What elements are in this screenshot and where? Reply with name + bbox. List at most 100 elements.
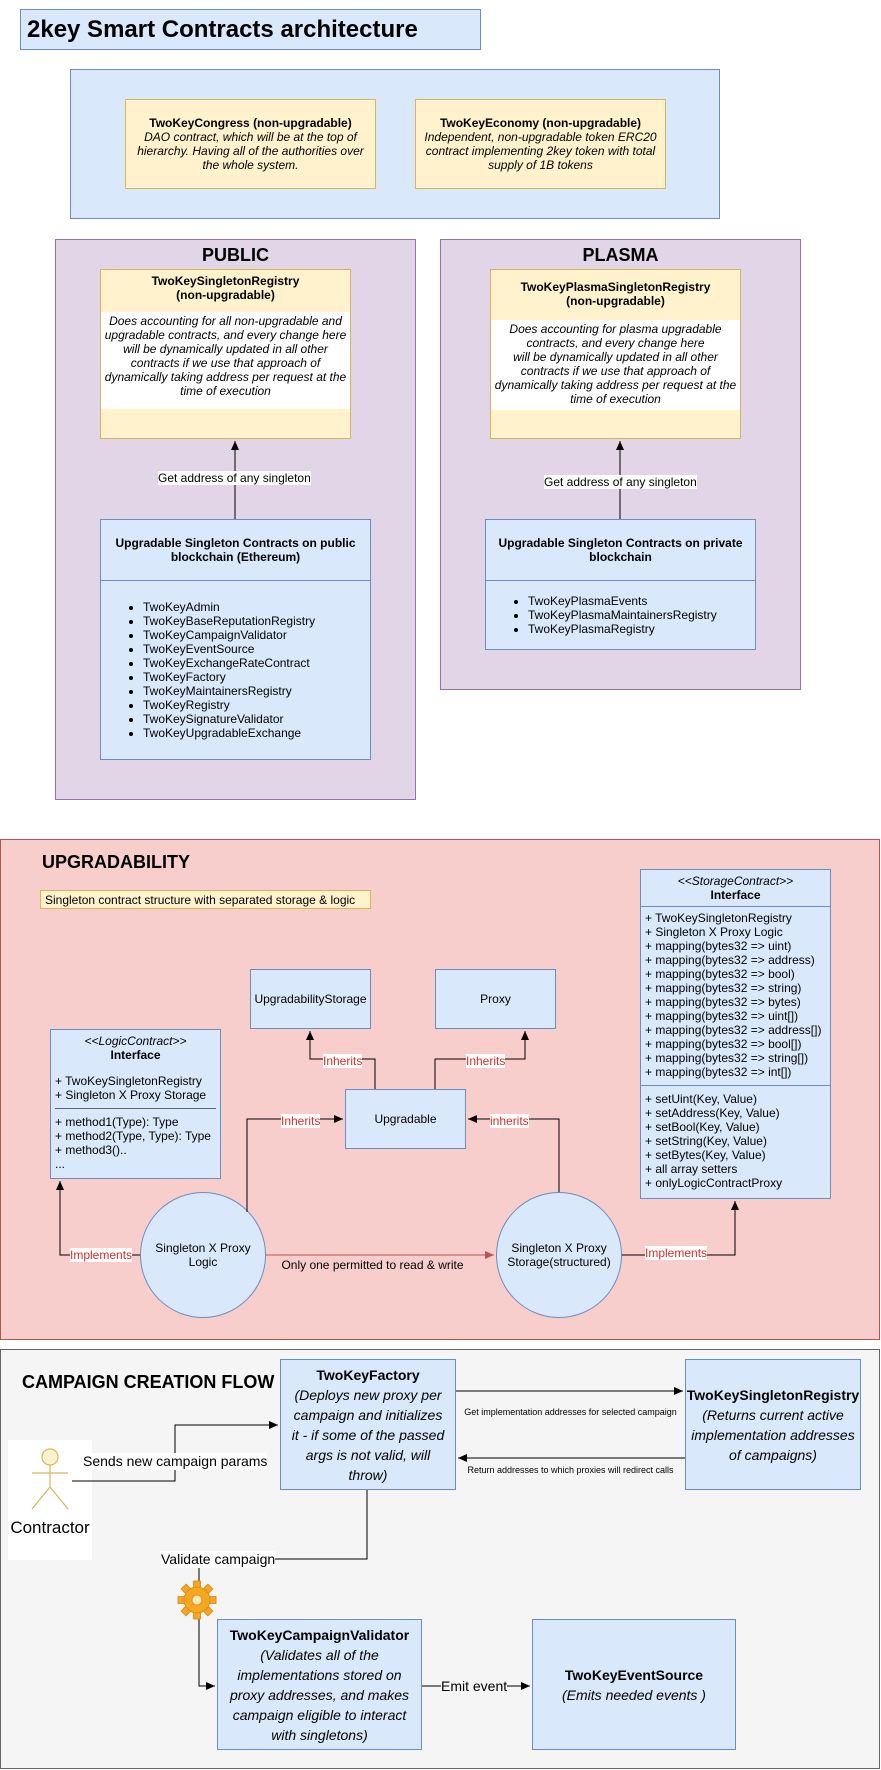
storage-interface-label: Interface bbox=[710, 888, 761, 902]
logic-methods: + method1(Type): Type + method2(Type, Ty… bbox=[51, 1115, 220, 1171]
logic-interface-label: Interface bbox=[110, 1048, 161, 1062]
validate-label: Validate campaign bbox=[161, 1551, 276, 1568]
congress-title: TwoKeyCongress (non-upgradable) bbox=[149, 116, 352, 130]
plasma-contracts-box: Upgradable Singleton Contracts on privat… bbox=[485, 519, 756, 650]
storage-circle: Singleton X Proxy Storage(structured) bbox=[496, 1192, 622, 1318]
list-item: TwoKeyBaseReputationRegistry bbox=[143, 614, 315, 628]
factory-desc: (Deploys new proxy per campaign and init… bbox=[291, 1386, 445, 1483]
storage-method: + setBool(Key, Value) bbox=[645, 1120, 760, 1134]
event-desc: (Emits needed events ) bbox=[562, 1686, 706, 1703]
storage-field: + mapping(bytes32 => string) bbox=[645, 981, 802, 995]
plasma-arrow-label: Get address of any singleton bbox=[544, 475, 697, 489]
event-box: TwoKeyEventSource (Emits needed events ) bbox=[532, 1619, 736, 1750]
list-item: TwoKeyMaintainersRegistry bbox=[143, 684, 315, 698]
plasma-registry-box: TwoKeyPlasmaSingletonRegistry (non-upgra… bbox=[490, 269, 741, 439]
congress-box: TwoKeyCongress (non-upgradable) DAO cont… bbox=[125, 99, 376, 189]
registry-desc: (Returns current active implementation a… bbox=[691, 1406, 855, 1463]
list-item: TwoKeyEventSource bbox=[143, 642, 315, 656]
proxy-box: Proxy bbox=[435, 969, 556, 1029]
implements-label-2: Implements bbox=[645, 1246, 708, 1260]
storage-interface-box: <<StorageContract>> Interface + TwoKeySi… bbox=[640, 869, 831, 1199]
validator-desc: (Validates all of the implementations st… bbox=[230, 1646, 409, 1743]
validator-title: TwoKeyCampaignValidator bbox=[229, 1626, 410, 1643]
storage-fields: + TwoKeySingletonRegistry + Singleton X … bbox=[641, 907, 830, 1079]
storage-divider bbox=[641, 1085, 830, 1086]
plasma-contracts-list: TwoKeyPlasmaEvents TwoKeyPlasmaMaintaine… bbox=[510, 594, 717, 636]
actor-label: Contractor bbox=[10, 1518, 90, 1537]
list-item: TwoKeyRegistry bbox=[143, 698, 315, 712]
public-arrow-label: Get address of any singleton bbox=[158, 471, 311, 485]
contractor-actor-icon bbox=[31, 1448, 69, 1510]
storage-field: + mapping(bytes32 => uint) bbox=[645, 939, 792, 953]
storage-field: + mapping(bytes32 => string[]) bbox=[645, 1051, 809, 1065]
public-registry-desc: Does accounting for all non-upgradable a… bbox=[101, 312, 350, 409]
storage-method: + setAddress(Key, Value) bbox=[645, 1106, 780, 1120]
storage-method: + all array setters bbox=[645, 1162, 738, 1176]
logic-circle: Singleton X Proxy Logic bbox=[140, 1192, 266, 1318]
storage-field: + mapping(bytes32 => int[]) bbox=[645, 1065, 792, 1079]
logic-method: + method2(Type, Type): Type bbox=[55, 1129, 211, 1143]
inherits-arrow-3 bbox=[246, 1115, 343, 1212]
sends-label: Sends new campaign params bbox=[83, 1453, 268, 1470]
get-impl-label: Get implementation addresses for selecte… bbox=[464, 1407, 677, 1417]
list-item: TwoKeySignatureValidator bbox=[143, 712, 315, 726]
list-item: TwoKeyUpgradableExchange bbox=[143, 726, 315, 740]
public-contracts-divider bbox=[101, 580, 370, 581]
storage-method: + onlyLogicContractProxy bbox=[645, 1176, 783, 1190]
public-contracts-list: TwoKeyAdmin TwoKeyBaseReputationRegistry… bbox=[125, 600, 315, 740]
plasma-contracts-title: Upgradable Singleton Contracts on privat… bbox=[498, 536, 743, 564]
logic-interface-box: <<LogicContract>> Interface + TwoKeySing… bbox=[50, 1029, 221, 1179]
storage-field: + TwoKeySingletonRegistry bbox=[645, 911, 792, 925]
inherits-arrow-4 bbox=[468, 1115, 560, 1192]
storage-method: + setBytes(Key, Value) bbox=[645, 1148, 766, 1162]
implements-label-1: Implements bbox=[70, 1248, 133, 1262]
list-item: TwoKeyAdmin bbox=[143, 600, 315, 614]
list-item: TwoKeyCampaignValidator bbox=[143, 628, 315, 642]
factory-title: TwoKeyFactory bbox=[316, 1366, 420, 1383]
logic-divider bbox=[55, 1108, 216, 1109]
page-title-box: 2key Smart Contracts architecture bbox=[20, 9, 481, 50]
registry-title: TwoKeySingletonRegistry bbox=[686, 1386, 860, 1403]
logic-stereotype: <<LogicContract>> bbox=[84, 1034, 187, 1048]
list-item: TwoKeyExchangeRateContract bbox=[143, 656, 315, 670]
upgradability-note: Singleton contract structure with separa… bbox=[40, 890, 371, 909]
logic-method: ... bbox=[55, 1157, 66, 1171]
storage-field: + mapping(bytes32 => address[]) bbox=[645, 1023, 822, 1037]
logic-field: + TwoKeySingletonRegistry bbox=[55, 1074, 202, 1088]
validator-box: TwoKeyCampaignValidator (Validates all o… bbox=[217, 1619, 422, 1750]
storage-methods: + setUint(Key, Value) + setAddress(Key, … bbox=[641, 1086, 830, 1190]
list-item: TwoKeyPlasmaEvents bbox=[528, 594, 717, 608]
inherits-label-1: Inherits bbox=[323, 1054, 363, 1068]
inherits-label-2: Inherits bbox=[466, 1054, 506, 1068]
logic-method: + method1(Type): Type bbox=[55, 1115, 179, 1129]
upgradability-storage-box: UpgradabilityStorage bbox=[250, 969, 371, 1029]
inherits-label-4: inherits bbox=[490, 1114, 529, 1128]
storage-field: + mapping(bytes32 => bool) bbox=[645, 967, 795, 981]
emit-label: Emit event bbox=[441, 1678, 508, 1695]
logic-method: + method3().. bbox=[55, 1143, 127, 1157]
storage-field: + mapping(bytes32 => bytes) bbox=[645, 995, 801, 1009]
public-registry-title: TwoKeySingletonRegistry (non-upgradable) bbox=[151, 274, 300, 302]
plasma-header: PLASMA bbox=[582, 245, 659, 265]
public-header: PUBLIC bbox=[202, 245, 269, 265]
storage-field: + Singleton X Proxy Logic bbox=[645, 925, 783, 939]
upgradability-header: UPGRADABILITY bbox=[42, 852, 190, 872]
congress-desc: DAO contract, which will be at the top o… bbox=[137, 130, 364, 172]
logic-field: + Singleton X Proxy Storage bbox=[55, 1088, 207, 1102]
list-item: TwoKeyFactory bbox=[143, 670, 315, 684]
economy-title: TwoKeyEconomy (non-upgradable) bbox=[439, 116, 642, 130]
event-title: TwoKeyEventSource bbox=[564, 1666, 704, 1683]
upgradable-box: Upgradable bbox=[345, 1089, 466, 1149]
return-label: Return addresses to which proxies will r… bbox=[467, 1465, 674, 1475]
logic-fields: + TwoKeySingletonRegistry + Singleton X … bbox=[51, 1062, 220, 1102]
plasma-registry-desc: Does accounting for plasma upgradable co… bbox=[491, 320, 740, 410]
public-contracts-title: Upgradable Singleton Contracts on public… bbox=[115, 536, 356, 564]
plasma-contracts-divider bbox=[486, 580, 755, 581]
list-item: TwoKeyPlasmaMaintainersRegistry bbox=[528, 608, 717, 622]
gear-icon bbox=[177, 1580, 217, 1620]
economy-box: TwoKeyEconomy (non-upgradable) Independe… bbox=[415, 99, 666, 189]
factory-box: TwoKeyFactory (Deploys new proxy per cam… bbox=[280, 1359, 456, 1490]
page-title: 2key Smart Contracts architecture bbox=[27, 15, 418, 43]
validate-arrow bbox=[198, 1490, 368, 1690]
